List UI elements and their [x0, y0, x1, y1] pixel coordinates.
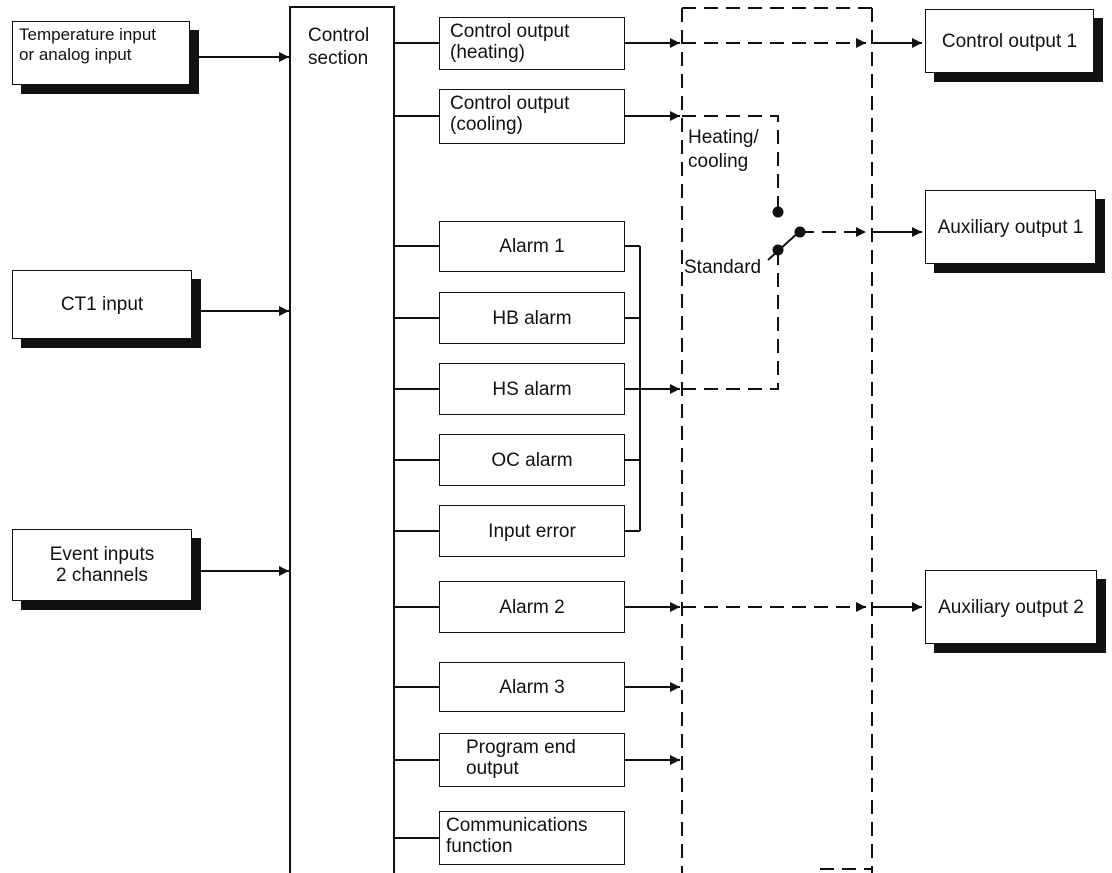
alarm3-box: Alarm 3	[439, 662, 625, 712]
control-section-label: Control section	[308, 25, 370, 69]
communications-function-box: Communications function	[439, 811, 625, 865]
auxiliary-output-1-box: Auxiliary output 1	[925, 190, 1096, 264]
output-assignment-frame	[681, 7, 873, 873]
control-output-1-box: Control output 1	[925, 9, 1094, 73]
input-error-box: Input error	[439, 505, 625, 557]
program-end-output-box: Program end output	[439, 733, 625, 787]
dashed-routing	[682, 38, 866, 612]
oc-alarm-box: OC alarm	[439, 434, 625, 486]
alarm2-box: Alarm 2	[439, 581, 625, 633]
function-stubs	[394, 42, 439, 839]
switch-contact-standard	[772, 244, 784, 256]
temperature-input-box: Temperature input or analog input	[12, 21, 190, 85]
standard-label: Standard	[684, 257, 762, 278]
hs-alarm-box: HS alarm	[439, 363, 625, 415]
switch-contact-heating-cooling	[772, 206, 784, 218]
control-output-heating-box: Control output (heating)	[439, 17, 625, 70]
alarm-or-bus	[625, 245, 641, 532]
event-inputs-box: Event inputs 2 channels	[12, 529, 192, 601]
heating-cooling-label: Heating/ cooling	[688, 127, 759, 172]
selector-switch-blade	[767, 230, 801, 261]
auxiliary-output-2-box: Auxiliary output 2	[925, 570, 1097, 644]
control-section-box	[289, 6, 395, 873]
control-output-cooling-box: Control output (cooling)	[439, 89, 625, 144]
switch-common-contact	[794, 226, 806, 238]
ct1-input-box: CT1 input	[12, 270, 192, 339]
hb-alarm-box: HB alarm	[439, 292, 625, 344]
alarm1-box: Alarm 1	[439, 221, 625, 272]
